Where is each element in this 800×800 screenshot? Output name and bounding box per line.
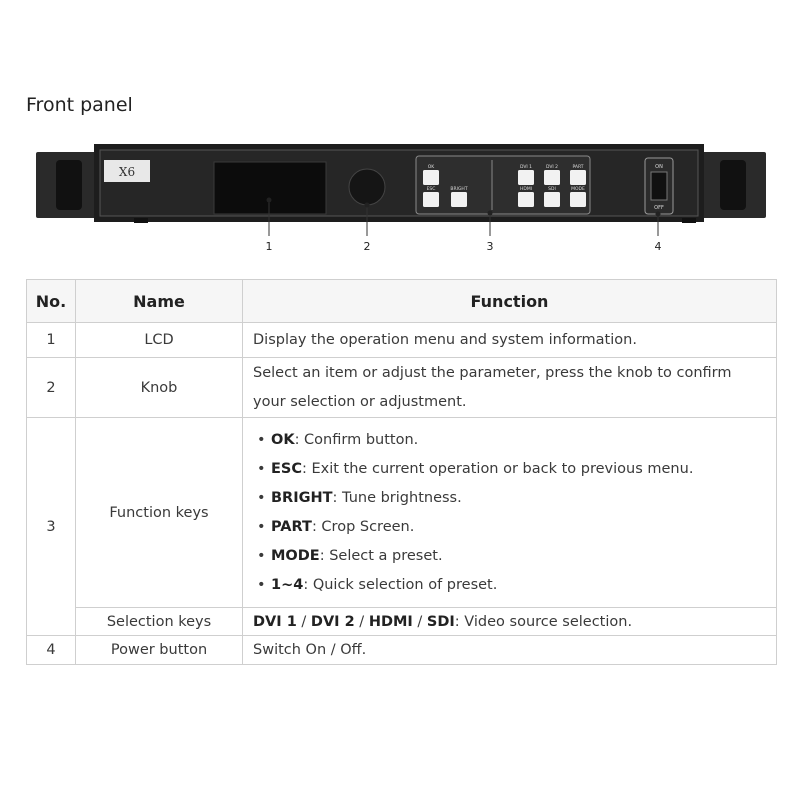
callout-1: 1 xyxy=(265,240,273,253)
device-button-label: MODE xyxy=(571,186,585,192)
knob xyxy=(348,168,386,206)
device-button-label: DVI 2 xyxy=(546,164,558,170)
svg-text:OFF: OFF xyxy=(654,205,664,211)
esc-key xyxy=(423,192,439,207)
selection-key xyxy=(518,170,534,185)
model-label: X6 xyxy=(119,165,135,179)
selection-key xyxy=(570,192,586,207)
callout-2: 2 xyxy=(363,240,371,253)
device-button-label: PART xyxy=(572,164,583,170)
table-row: Selection keys DVI 1 / DVI 2 / HDMI / SD… xyxy=(27,607,777,636)
callout-4: 4 xyxy=(654,240,662,253)
bright-key xyxy=(451,192,467,207)
table-header-row: No. Name Function xyxy=(26,279,777,323)
selection-key xyxy=(518,192,534,207)
function-key-item: •OK: Confirm button. xyxy=(257,431,419,448)
device-button-label: HDMI xyxy=(520,186,532,192)
function-keys-list: •OK: Confirm button. •ESC: Exit the curre… xyxy=(253,426,766,600)
device-button-label: DVI 1 xyxy=(520,164,532,170)
table-row: 3 Function keys •OK: Confirm button.•ESC… xyxy=(26,417,777,636)
lcd-screen xyxy=(213,161,327,215)
model-plate xyxy=(104,160,150,182)
function-key-item: •1~4: Quick selection of preset. xyxy=(257,576,498,593)
svg-text:ON: ON xyxy=(655,164,663,170)
callout-3: 3 xyxy=(486,240,494,253)
header-function: Function xyxy=(242,279,777,323)
device-button-label: ESC xyxy=(427,186,436,192)
function-table: No. Name Function 1 LCD Display the oper… xyxy=(26,279,777,665)
function-key-item: •BRIGHT: Tune brightness. xyxy=(257,489,462,506)
header-name: Name xyxy=(75,279,243,323)
device-button-label: BRIGHT xyxy=(450,186,467,192)
selection-key xyxy=(544,170,560,185)
table-row: 2 Knob Select an item or adjust the para… xyxy=(26,357,777,418)
power-switch xyxy=(650,171,668,201)
header-no: No. xyxy=(26,279,76,323)
selection-keys-desc: DVI 1 / DVI 2 / HDMI / SDI: Video source… xyxy=(242,607,777,636)
page-title: Front panel xyxy=(26,94,133,116)
device-button-label: OK xyxy=(428,164,436,170)
button-panel xyxy=(415,155,591,215)
selection-key xyxy=(544,192,560,207)
selection-key xyxy=(570,170,586,185)
ok-key xyxy=(423,170,439,185)
table-row: 1 LCD Display the operation menu and sys… xyxy=(26,322,777,358)
function-key-item: •ESC: Exit the current operation or back… xyxy=(257,460,694,477)
function-key-item: •PART: Crop Screen. xyxy=(257,518,415,535)
table-row: 4 Power button Switch On / Off. xyxy=(26,635,777,665)
device-button-label: SDI xyxy=(548,186,556,192)
function-key-item: •MODE: Select a preset. xyxy=(257,547,443,564)
